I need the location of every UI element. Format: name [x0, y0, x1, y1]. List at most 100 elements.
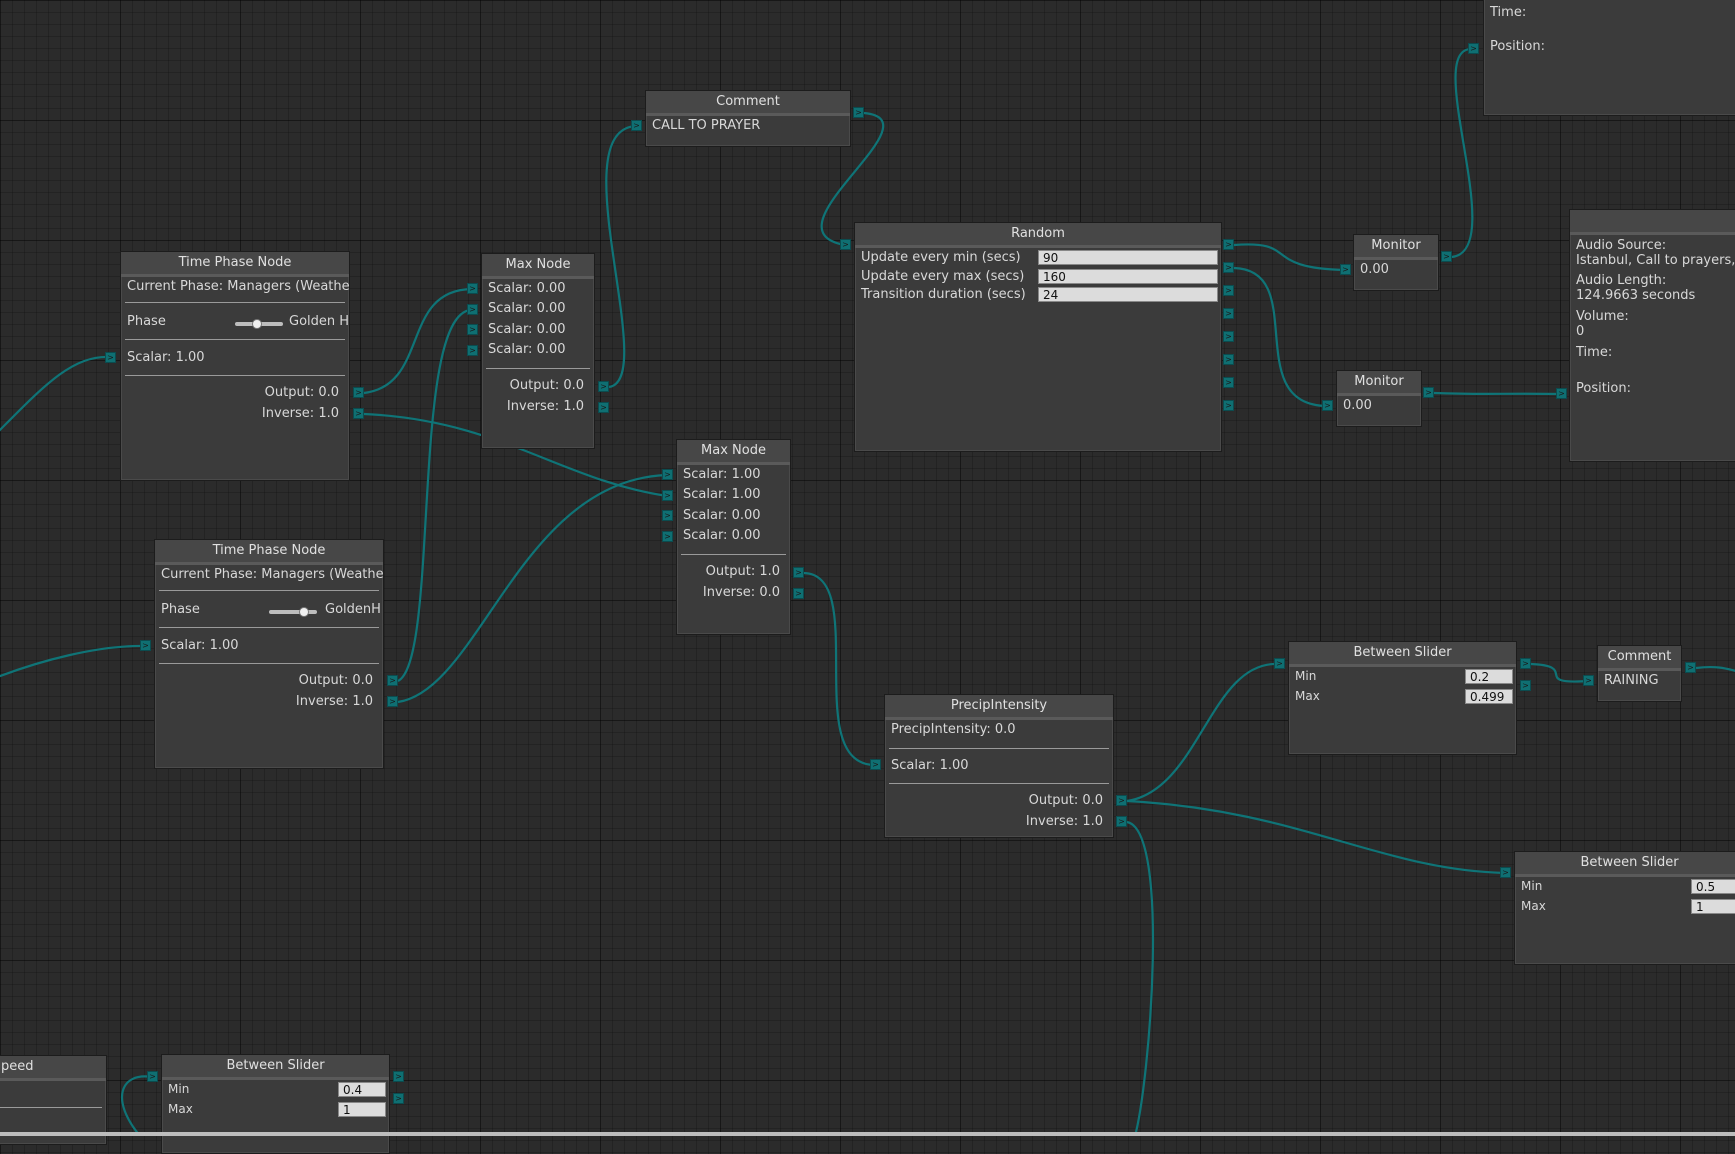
max-1-input-port-4[interactable]: >	[467, 345, 478, 356]
audio-top-position-port[interactable]: >	[1468, 43, 1479, 54]
monitor-node-2[interactable]: Monitor 0.00	[1336, 370, 1422, 427]
time-phase-node-1[interactable]: Time Phase Node Current Phase: Managers …	[120, 251, 350, 481]
between-3-output-port-1[interactable]: >	[393, 1071, 404, 1082]
time-phase-node-2[interactable]: Time Phase Node Current Phase: Managers …	[154, 539, 384, 769]
max-input[interactable]: 1	[1691, 899, 1735, 914]
time-phase-2-scalar-port[interactable]: >	[140, 640, 151, 651]
precip-intensity-node[interactable]: PrecipIntensity PrecipIntensity: 0.0 Sca…	[884, 694, 1114, 838]
divider	[681, 554, 786, 555]
node-title: Time Phase Node	[155, 540, 383, 565]
max-2-input-port-3[interactable]: >	[662, 510, 673, 521]
phase-slider[interactable]	[269, 610, 317, 614]
random-output-port-2[interactable]: >	[1223, 262, 1234, 273]
scalar-label-4: Scalar: 0.00	[488, 342, 566, 357]
time-phase-2-inverse-port[interactable]: >	[387, 696, 398, 707]
comment-raining-input-port[interactable]: >	[1583, 675, 1594, 686]
random-output-port-1[interactable]: >	[1223, 239, 1234, 250]
max-label: Max	[1295, 689, 1320, 703]
min-label: Min	[1295, 669, 1317, 683]
wire-10	[1233, 266, 1328, 408]
between-3-output-port-2[interactable]: >	[393, 1093, 404, 1104]
min-label: Min	[1521, 879, 1543, 893]
wire-2	[0, 644, 146, 678]
wire-7	[605, 124, 637, 389]
comment-node-prayer[interactable]: Comment CALL TO PRAYER	[645, 90, 851, 147]
max-input[interactable]: 0.499	[1465, 689, 1513, 704]
divider	[0, 1107, 102, 1108]
time-phase-1-output-port[interactable]: >	[353, 387, 364, 398]
max-1-output-port[interactable]: >	[598, 381, 609, 392]
between-slider-node-3[interactable]: Between Slider Min Max 0.4 1	[161, 1054, 390, 1154]
phase-slider-thumb[interactable]	[299, 607, 309, 617]
random-output-port-7[interactable]: >	[1223, 377, 1234, 388]
monitor-1-output-port[interactable]: >	[1441, 251, 1452, 262]
comment-node-raining[interactable]: Comment RAINING	[1597, 645, 1682, 702]
min-input[interactable]: 0.2	[1465, 669, 1513, 684]
between-1-input-port[interactable]: >	[1274, 658, 1285, 669]
comment-prayer-output-port[interactable]: >	[853, 107, 864, 118]
update-max-input[interactable]: 160	[1038, 269, 1218, 284]
scalar-label-2: Scalar: 1.00	[683, 487, 761, 502]
audio-source-node-right[interactable]: Audio Source: Istanbul, Call to prayers,…	[1569, 209, 1735, 462]
max-1-input-port-3[interactable]: >	[467, 324, 478, 335]
time-phase-1-inverse-port[interactable]: >	[353, 408, 364, 419]
min-input[interactable]: 0.4	[338, 1082, 386, 1097]
between-1-output-port-1[interactable]: >	[1520, 658, 1531, 669]
comment-prayer-input-port[interactable]: >	[631, 120, 642, 131]
max-2-input-port-1[interactable]: >	[662, 469, 673, 480]
random-output-port-6[interactable]: >	[1223, 354, 1234, 365]
random-output-port-5[interactable]: >	[1223, 331, 1234, 342]
audio-right-position-port[interactable]: >	[1556, 388, 1567, 399]
audio-source-node-top[interactable]: Time: Position:	[1483, 0, 1735, 116]
max-1-inverse-port[interactable]: >	[598, 402, 609, 413]
monitor-1-input-port[interactable]: >	[1340, 264, 1351, 275]
max-2-output-port[interactable]: >	[793, 567, 804, 578]
max-2-input-port-2[interactable]: >	[662, 490, 673, 501]
max-input[interactable]: 1	[338, 1102, 386, 1117]
current-phase-text: Current Phase: Managers (WeatherV	[127, 279, 349, 294]
wire-11	[1451, 47, 1474, 259]
phase-label: Phase	[161, 602, 200, 617]
max-node-1[interactable]: Max Node Scalar: 0.00 Scalar: 0.00 Scala…	[481, 253, 595, 449]
wire-16	[1126, 820, 1155, 1136]
monitor-2-output-port[interactable]: >	[1423, 387, 1434, 398]
precip-scalar-port[interactable]: >	[870, 759, 881, 770]
between-2-input-port[interactable]: >	[1500, 867, 1511, 878]
monitor-2-input-port[interactable]: >	[1322, 400, 1333, 411]
random-input-port[interactable]: >	[840, 239, 851, 250]
max-node-2[interactable]: Max Node Scalar: 1.00 Scalar: 1.00 Scala…	[676, 439, 791, 635]
min-input[interactable]: 0.5	[1691, 879, 1735, 894]
max-1-input-port-1[interactable]: >	[467, 283, 478, 294]
random-node[interactable]: Random Update every min (secs) Update ev…	[854, 222, 1222, 452]
time-phase-1-scalar-port[interactable]: >	[105, 352, 116, 363]
comment-raining-output-port[interactable]: >	[1685, 662, 1696, 673]
between-slider-node-1[interactable]: Between Slider Min Max 0.2 0.499	[1288, 641, 1517, 755]
random-output-port-3[interactable]: >	[1223, 285, 1234, 296]
between-slider-node-2[interactable]: Between Slider Min Max 0.5 1	[1514, 851, 1735, 965]
comment-text: RAINING	[1604, 673, 1659, 688]
phase-slider-thumb[interactable]	[252, 319, 262, 329]
random-output-port-8[interactable]: >	[1223, 400, 1234, 411]
update-max-label: Update every max (secs)	[861, 269, 1025, 284]
scalar-label-4: Scalar: 0.00	[683, 528, 761, 543]
wire-4	[397, 308, 473, 682]
between-3-input-port[interactable]: >	[147, 1071, 158, 1082]
divider	[125, 302, 345, 303]
update-min-input[interactable]: 90	[1038, 250, 1218, 265]
random-output-port-4[interactable]: >	[1223, 308, 1234, 319]
time-phase-2-output-port[interactable]: >	[387, 675, 398, 686]
precip-inverse-port[interactable]: >	[1116, 816, 1127, 827]
monitor-node-1[interactable]: Monitor 0.00	[1353, 234, 1439, 291]
output-label: Output: 0.0	[298, 673, 373, 688]
node-title: Max Node	[482, 254, 594, 279]
node-title: Comment	[1598, 646, 1681, 671]
comment-text: CALL TO PRAYER	[652, 118, 761, 133]
between-1-output-port-2[interactable]: >	[1520, 680, 1531, 691]
transition-duration-input[interactable]: 24	[1038, 287, 1218, 302]
max-1-input-port-2[interactable]: >	[467, 304, 478, 315]
max-2-inverse-port[interactable]: >	[793, 588, 804, 599]
precip-output-port[interactable]: >	[1116, 795, 1127, 806]
wire-6	[397, 473, 668, 704]
wire-1	[0, 355, 111, 432]
max-2-input-port-4[interactable]: >	[662, 531, 673, 542]
